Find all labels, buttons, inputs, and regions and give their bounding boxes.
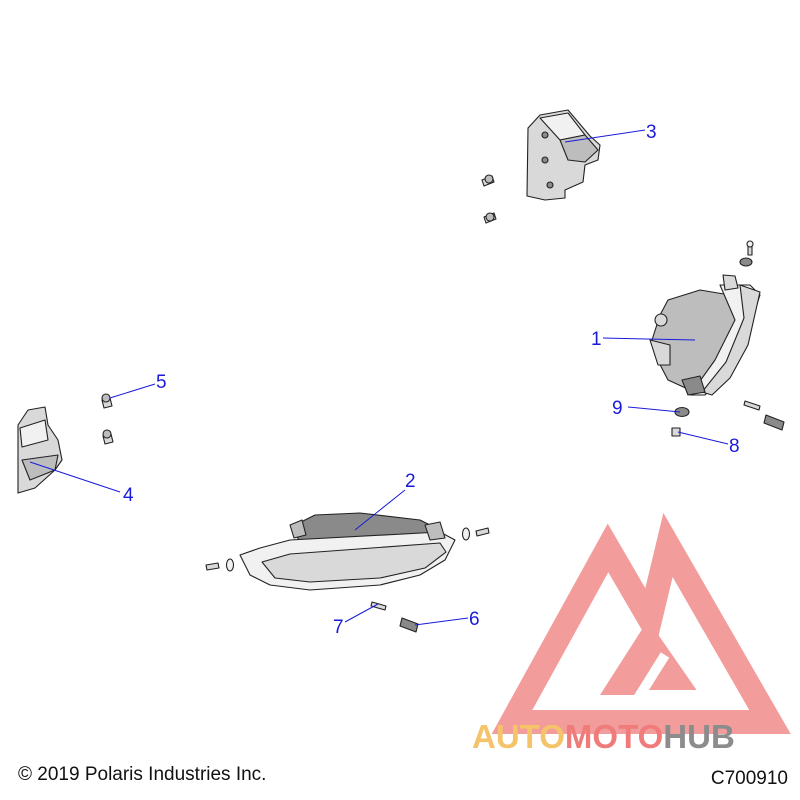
callout-2: 2 (405, 471, 416, 492)
callout-6: 6 (469, 609, 480, 630)
callout-7: 7 (333, 617, 344, 638)
watermark-hub: HUB (663, 718, 735, 755)
washer-top-part-1 (739, 257, 753, 267)
leader-1 (602, 337, 696, 341)
leader-7 (344, 603, 379, 623)
leader-3 (564, 129, 646, 143)
watermark-moto: MOTO (565, 718, 663, 755)
screw-right-part-1 (743, 400, 761, 411)
screw-left-part-2 (205, 562, 220, 571)
diagram-code: C700910 (710, 768, 788, 789)
screw-left-lower (483, 212, 497, 224)
leader-4 (29, 461, 121, 493)
leader-5 (109, 383, 156, 399)
spring-nut-part-6 (399, 617, 419, 633)
screw-part-5 (101, 393, 113, 409)
screw-mid-left (102, 429, 114, 445)
bracket-part-3 (526, 109, 601, 201)
leader-8 (677, 431, 729, 445)
bracket-part-4 (17, 406, 63, 494)
callout-1: 1 (591, 329, 602, 350)
screw-top-part-1 (746, 240, 754, 256)
leader-2 (354, 489, 406, 531)
leader-6 (414, 617, 469, 626)
washer-left-part-2 (225, 558, 235, 572)
screw-left-upper (481, 174, 495, 187)
washer-right-part-2 (461, 527, 471, 541)
callout-9: 9 (612, 398, 623, 419)
callout-4: 4 (123, 485, 134, 506)
copyright-text: © 2019 Polaris Industries Inc. (18, 764, 267, 785)
callout-3: 3 (646, 122, 657, 143)
watermark-auto: AUTO (472, 718, 565, 755)
screw-right-part-2 (475, 527, 490, 537)
callout-8: 8 (729, 436, 740, 457)
watermark-text: AUTOMOTOHUB (472, 718, 735, 755)
spring-nut-right (763, 414, 785, 431)
leader-9 (627, 406, 681, 413)
callout-5: 5 (156, 372, 167, 393)
screw-part-7 (370, 601, 387, 611)
screw-part-8 (671, 427, 681, 437)
headlight-part-1 (649, 274, 761, 396)
watermark-logo (491, 512, 791, 734)
headlight-part-2 (239, 512, 456, 591)
